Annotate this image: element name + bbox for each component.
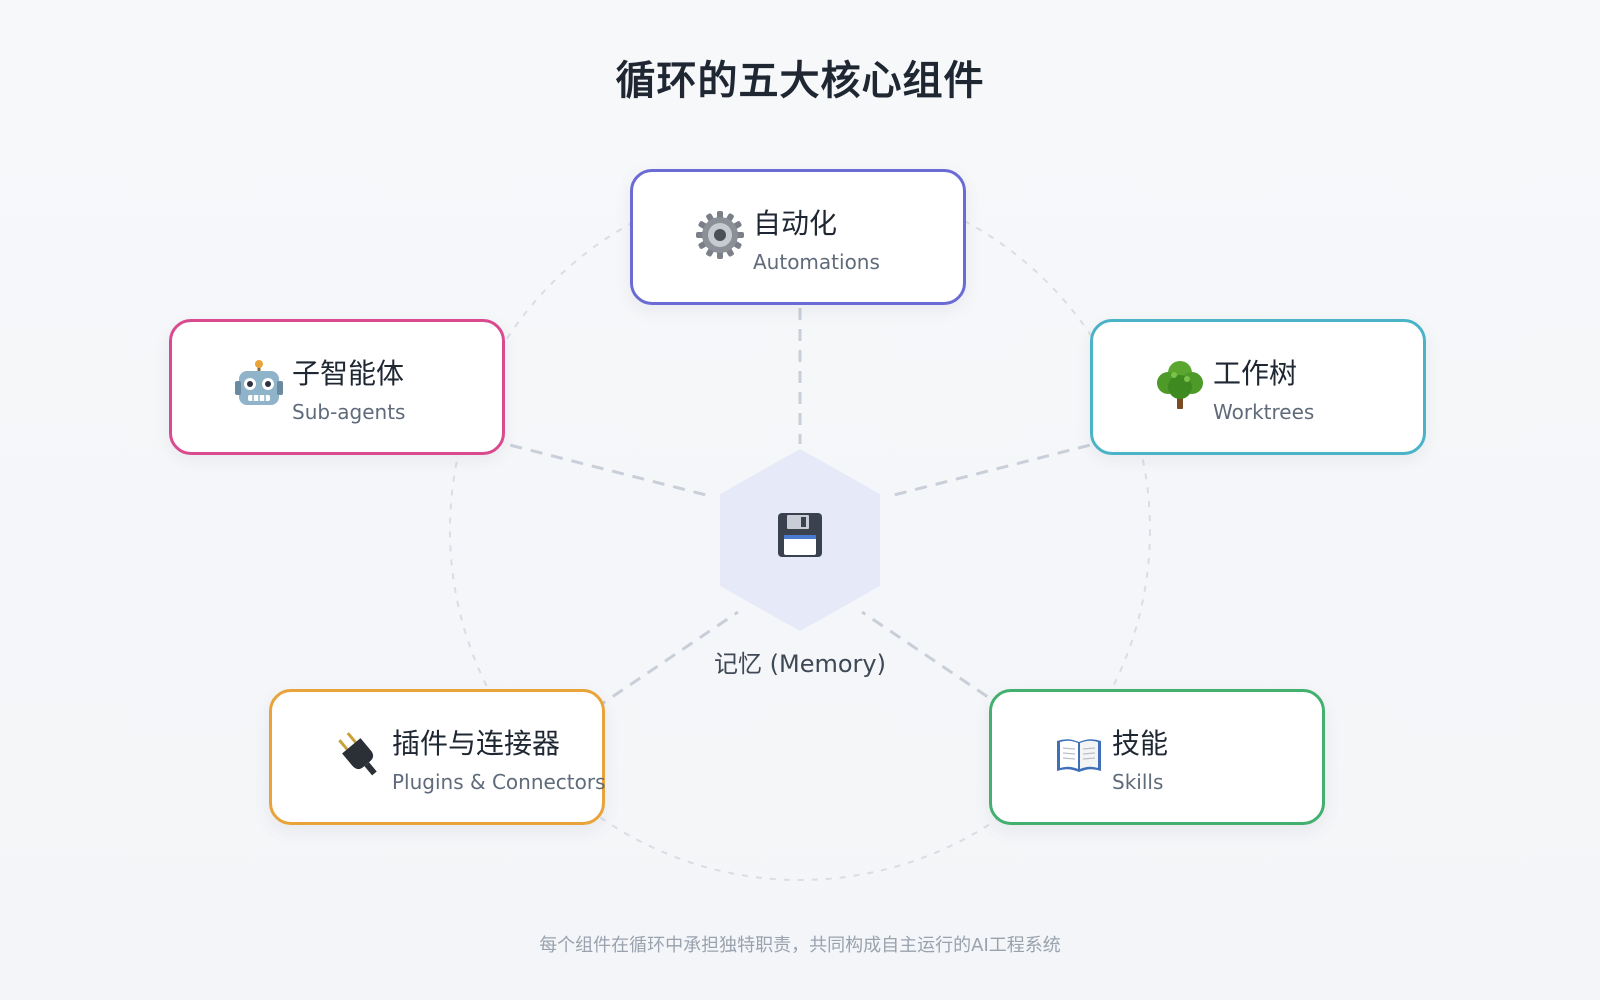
component-card-automations: 自动化 Automations xyxy=(630,169,966,305)
footer-caption: 每个组件在循环中承担独特职责，共同构成自主运行的AI工程系统 xyxy=(539,935,1061,956)
memory-label: 记忆 (Memory) xyxy=(714,650,886,678)
component-title-zh: 自动化 xyxy=(753,207,838,240)
component-title-en: Plugins & Connectors xyxy=(392,770,606,794)
connector-worktrees xyxy=(885,438,1111,499)
component-card-subagents: 子智能体 Sub-agents xyxy=(169,319,505,455)
component-title-en: Skills xyxy=(1112,770,1164,794)
component-title-en: Worktrees xyxy=(1213,400,1315,424)
component-card-plugins: 插件与连接器 Plugins & Connectors xyxy=(269,689,606,825)
component-title-en: Automations xyxy=(753,250,880,274)
component-title-zh: 插件与连接器 xyxy=(392,727,561,760)
component-title-zh: 技能 xyxy=(1112,727,1169,760)
component-title-zh: 子智能体 xyxy=(292,357,405,390)
gear-icon xyxy=(691,206,749,264)
component-title-zh: 工作树 xyxy=(1213,357,1298,390)
connector-plugins xyxy=(577,610,739,722)
orbit-ring xyxy=(449,179,1151,881)
diagram-title: 循环的五大核心组件 xyxy=(615,58,985,104)
memory-hub xyxy=(720,449,880,631)
component-card-worktrees: 工作树 Worktrees xyxy=(1090,319,1426,455)
component-card-skills: 技能 Skills xyxy=(989,689,1325,825)
component-title-en: Sub-agents xyxy=(292,400,406,424)
hexagon-shape xyxy=(720,449,880,631)
plug-icon xyxy=(330,726,388,784)
floppy-disk-icon xyxy=(778,513,822,557)
tree-icon xyxy=(1151,356,1209,414)
robot-icon xyxy=(230,356,288,414)
book-icon xyxy=(1050,726,1108,784)
connector-subagents xyxy=(489,438,715,499)
